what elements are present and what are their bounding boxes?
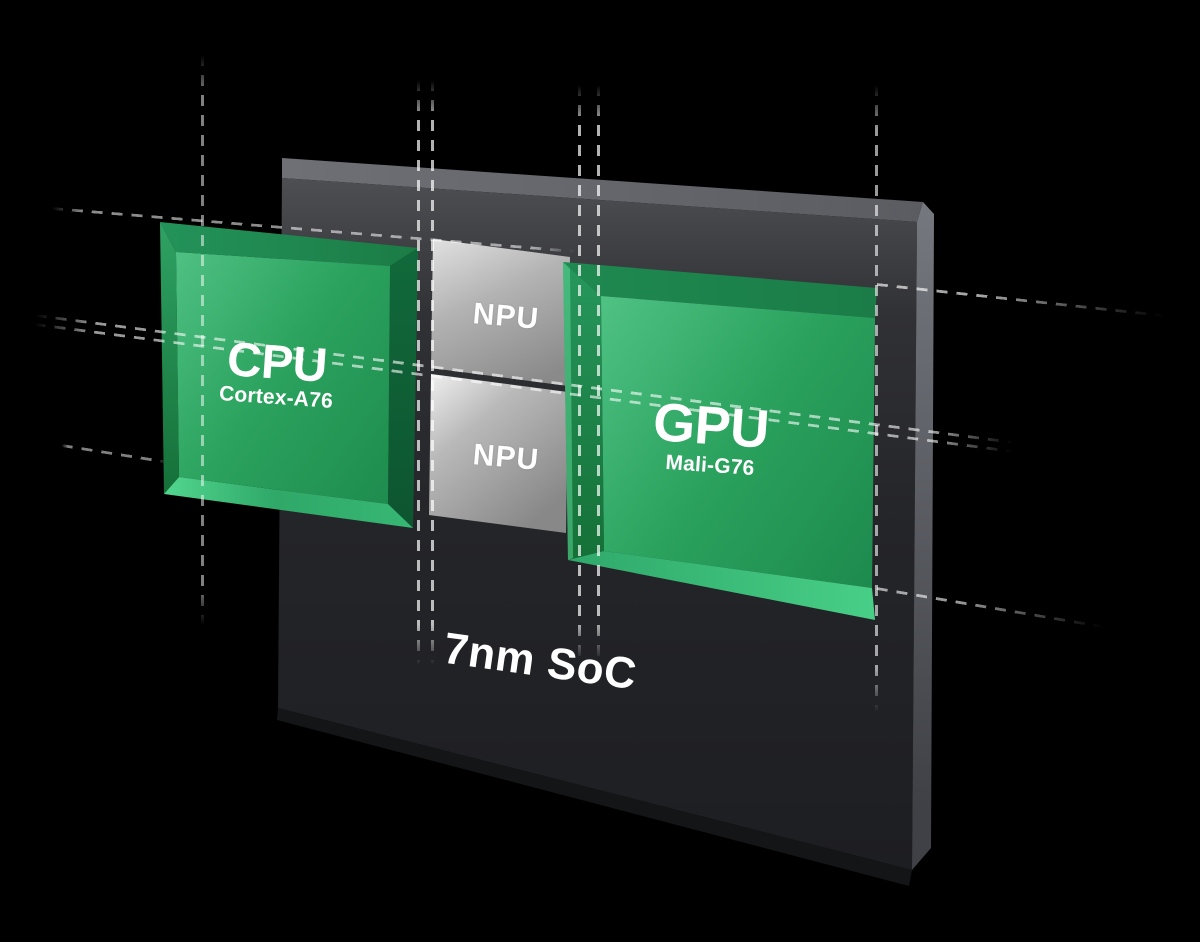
dashed-guide-horizontal-cpu-bottom bbox=[61, 444, 165, 464]
dashed-guide-vertical-2b bbox=[431, 80, 434, 665]
npu-bottom-panel bbox=[429, 374, 568, 533]
cpu-block bbox=[176, 252, 390, 504]
dashed-guide-vertical-1 bbox=[201, 55, 204, 625]
npu-top-panel bbox=[431, 239, 570, 386]
dashed-guide-vertical-3a bbox=[578, 85, 581, 660]
npu-bottom-label: NPU bbox=[471, 438, 541, 477]
npu-top-label: NPU bbox=[471, 297, 541, 336]
cpu-block-left-face bbox=[160, 222, 179, 494]
chip-right-face bbox=[912, 202, 934, 870]
dashed-guide-vertical-3b bbox=[597, 85, 600, 660]
gpu-block-edge-highlight bbox=[563, 262, 573, 560]
cpu-block-right-face bbox=[388, 248, 418, 528]
dashed-guide-vertical-4 bbox=[875, 85, 878, 712]
gpu-block bbox=[601, 296, 875, 588]
